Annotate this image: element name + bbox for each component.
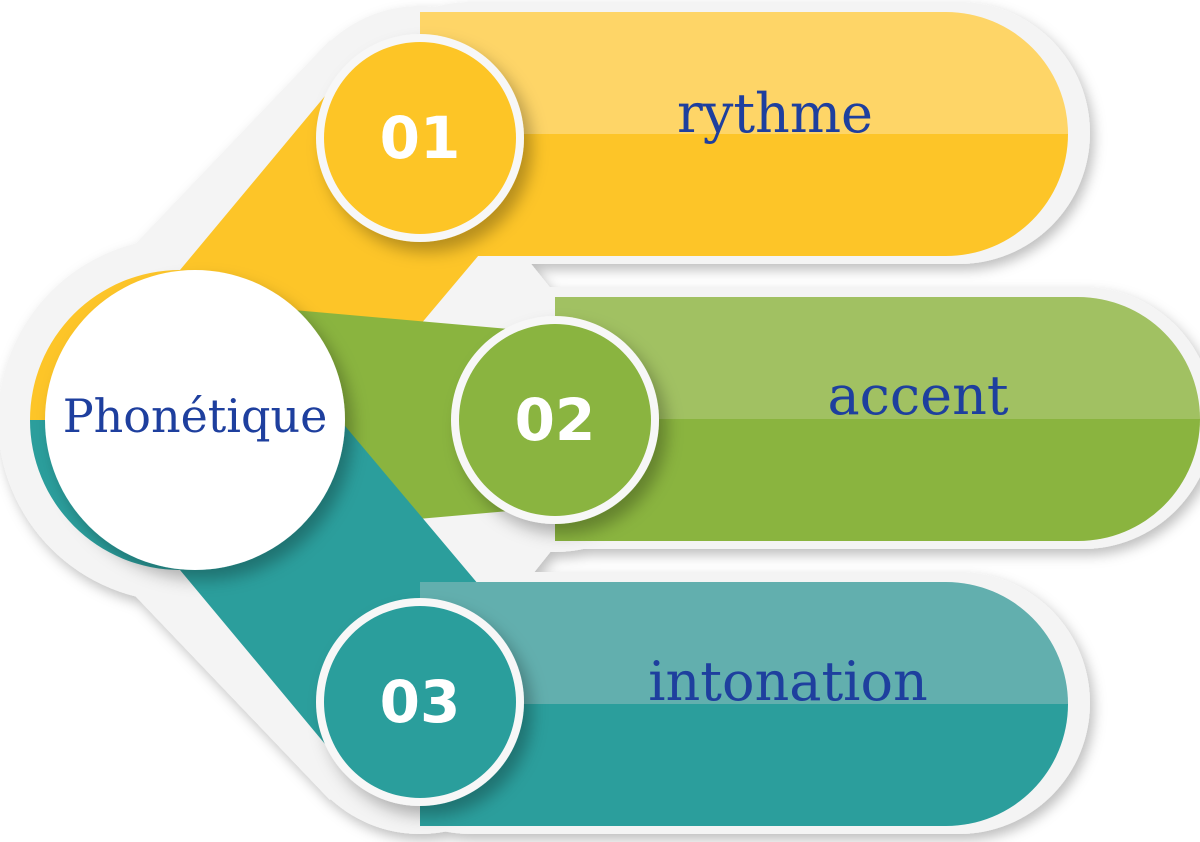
node-03: [316, 598, 524, 806]
band-02-label: accent: [827, 364, 1008, 427]
band-02: [555, 297, 1200, 541]
node-01: [316, 34, 524, 242]
band-03-label: intonation: [648, 650, 928, 713]
band-01-dark: [420, 134, 1068, 256]
node-02: [451, 316, 659, 524]
center-label: Phonétique: [63, 389, 328, 443]
band-02-dark: [555, 419, 1200, 541]
band-03: [420, 582, 1068, 826]
node-01-number: 01: [380, 104, 461, 172]
band-01: [420, 12, 1068, 256]
band-01-light: [420, 12, 1068, 134]
node-03-number: 03: [380, 668, 461, 736]
center-circle: [45, 270, 345, 570]
band-02-light: [555, 297, 1200, 419]
node-02-number: 02: [515, 386, 596, 454]
band-03-dark: [420, 704, 1068, 826]
band-01-label: rythme: [677, 82, 873, 145]
band-03-light: [420, 582, 1068, 704]
